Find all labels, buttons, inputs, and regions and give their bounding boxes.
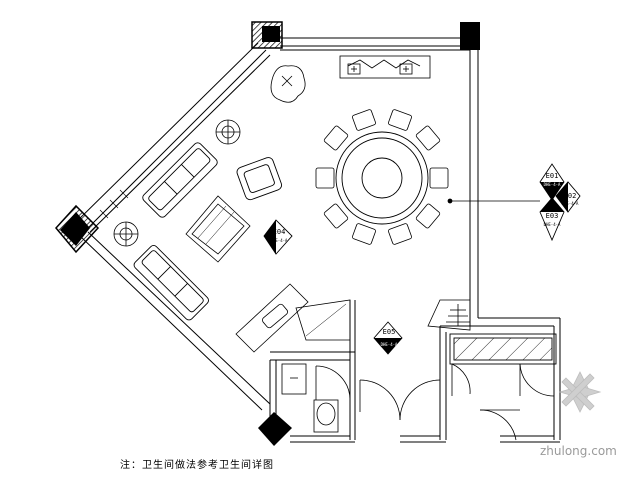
wall-console bbox=[339, 55, 431, 79]
elevation-marker-e01: E01 DHE-4-A bbox=[539, 163, 565, 201]
door-swings bbox=[315, 363, 555, 441]
watermark-logo-icon bbox=[558, 371, 602, 413]
e05-sheet: DHE-4-A bbox=[381, 342, 398, 347]
restroom-fixtures bbox=[281, 363, 339, 433]
e05-ref: E05 bbox=[383, 328, 396, 336]
e04-ref: E04 bbox=[273, 228, 286, 236]
counter bbox=[449, 333, 557, 365]
potted-plant-icon bbox=[270, 65, 306, 103]
desk bbox=[235, 283, 351, 353]
coffee-table bbox=[185, 195, 251, 263]
e04-sheet: DHE-4-A bbox=[271, 238, 288, 243]
wall-hatch-diagonal bbox=[99, 189, 129, 219]
tree-icon bbox=[427, 299, 471, 331]
elevation-marker-e02: E02 DHE-4-A bbox=[555, 181, 581, 213]
dining-chairs bbox=[315, 109, 449, 245]
e01-ref: E01 bbox=[546, 172, 559, 180]
sofa-upper bbox=[142, 142, 218, 218]
e02-sheet: DHE-4-A bbox=[562, 201, 579, 206]
armchair bbox=[236, 157, 282, 201]
floor-lamp-icon bbox=[113, 119, 241, 247]
e03-sheet: DHE-4-A bbox=[544, 222, 561, 227]
elevation-leader bbox=[447, 198, 540, 204]
watermark-text: zhulong.com bbox=[540, 444, 617, 458]
e02-ref: E02 bbox=[564, 192, 577, 200]
elevation-marker-e03: E03 DHE-4-A bbox=[539, 197, 565, 242]
elevation-marker-e04: E04 DHE-4-A bbox=[263, 219, 293, 255]
exterior-walls bbox=[69, 37, 561, 443]
dining-table bbox=[335, 131, 429, 225]
e03-ref: E03 bbox=[546, 212, 559, 220]
sofa-lower bbox=[133, 245, 209, 321]
drawing-note: 注：卫生间做法参考卫生间详图 bbox=[120, 460, 274, 471]
structural-columns bbox=[55, 21, 480, 446]
e01-sheet: DHE-4-A bbox=[544, 182, 561, 187]
elevation-marker-e05: E05 DHE-4-A bbox=[373, 321, 403, 355]
